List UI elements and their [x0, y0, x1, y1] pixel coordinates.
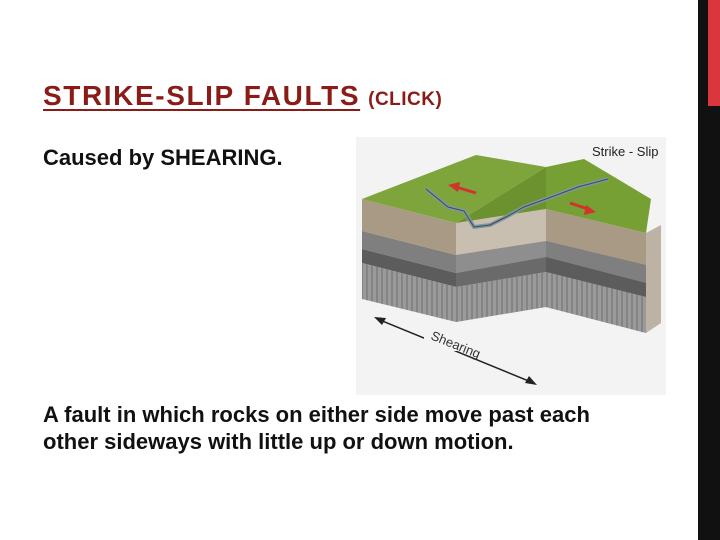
- slide-subtitle: Caused by SHEARING.: [43, 145, 283, 171]
- strike-slip-diagram: Strike - Slip Shearing: [356, 137, 666, 395]
- slide-title-text: STRIKE-SLIP FAULTS: [43, 80, 360, 111]
- slide-title-suffix: (CLICK): [368, 89, 442, 110]
- figure-label: Strike - Slip: [592, 144, 658, 159]
- slide-body-text: A fault in which rocks on either side mo…: [43, 401, 643, 455]
- slide-accent-bar: [708, 0, 720, 106]
- slide-title: STRIKE-SLIP FAULTS (CLICK): [43, 80, 442, 112]
